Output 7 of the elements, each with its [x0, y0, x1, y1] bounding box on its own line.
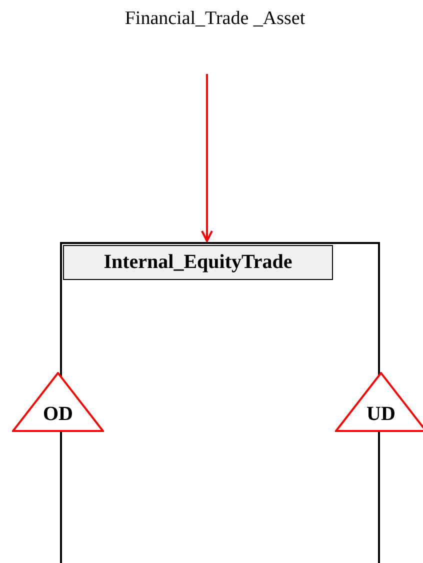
port-label: UD — [366, 402, 396, 426]
port-label: OD — [42, 402, 74, 426]
port-triangle — [12, 372, 104, 432]
port-triangle — [335, 372, 423, 432]
text-label: Financial_Trade _Asset — [115, 4, 315, 68]
arrow — [201, 74, 213, 242]
frame-title: Internal_EquityTrade — [63, 245, 333, 280]
